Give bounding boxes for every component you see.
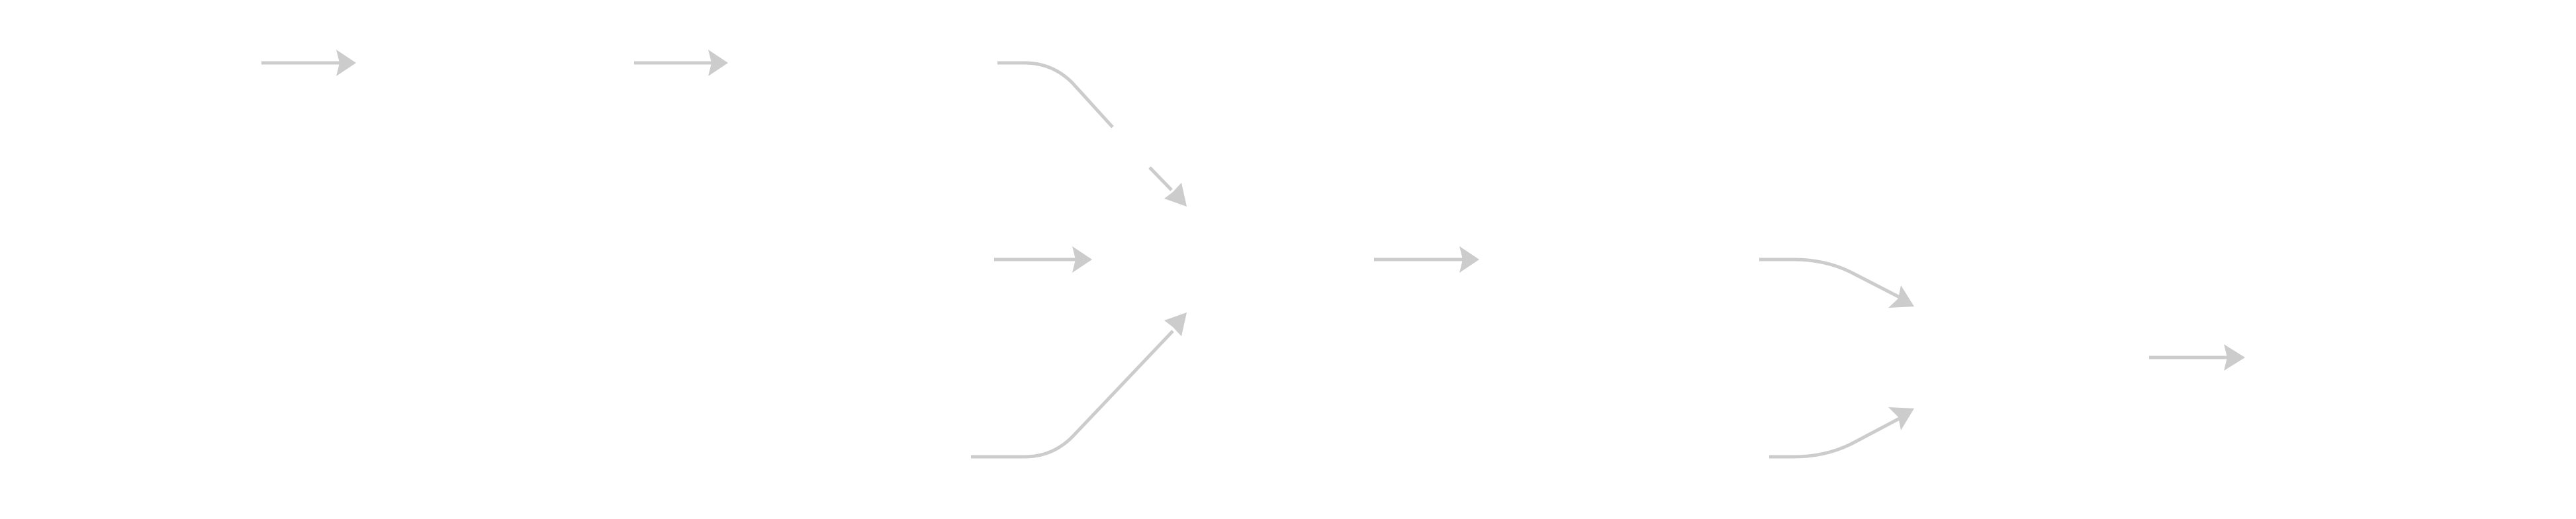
arrowhead-icon [1164,183,1187,207]
arrowhead-icon [1888,407,1914,430]
arrowhead-icon [1072,246,1092,273]
arrowhead-icon [1459,246,1479,273]
connector-c1 [261,50,356,76]
connector-line [1759,258,1901,299]
arrowhead-icon [2224,344,2245,371]
connector-line-segment [1148,166,1173,191]
arrowhead-icon [708,50,728,76]
arrowhead-icon [336,50,356,76]
connector-c5 [971,312,1187,459]
connector-c4 [994,246,1092,273]
connector-c3 [997,61,1187,207]
connector-c9 [2149,344,2245,371]
connector-c6 [1374,246,1479,273]
arrowhead-icon [1164,312,1187,336]
connector-line [997,61,1114,128]
arrowhead-icon [1888,285,1914,308]
connector-c2 [634,50,728,76]
connector-line [1769,416,1901,459]
connector-line [971,330,1174,459]
connector-c8 [1769,407,1914,459]
connector-c7 [1759,258,1914,308]
